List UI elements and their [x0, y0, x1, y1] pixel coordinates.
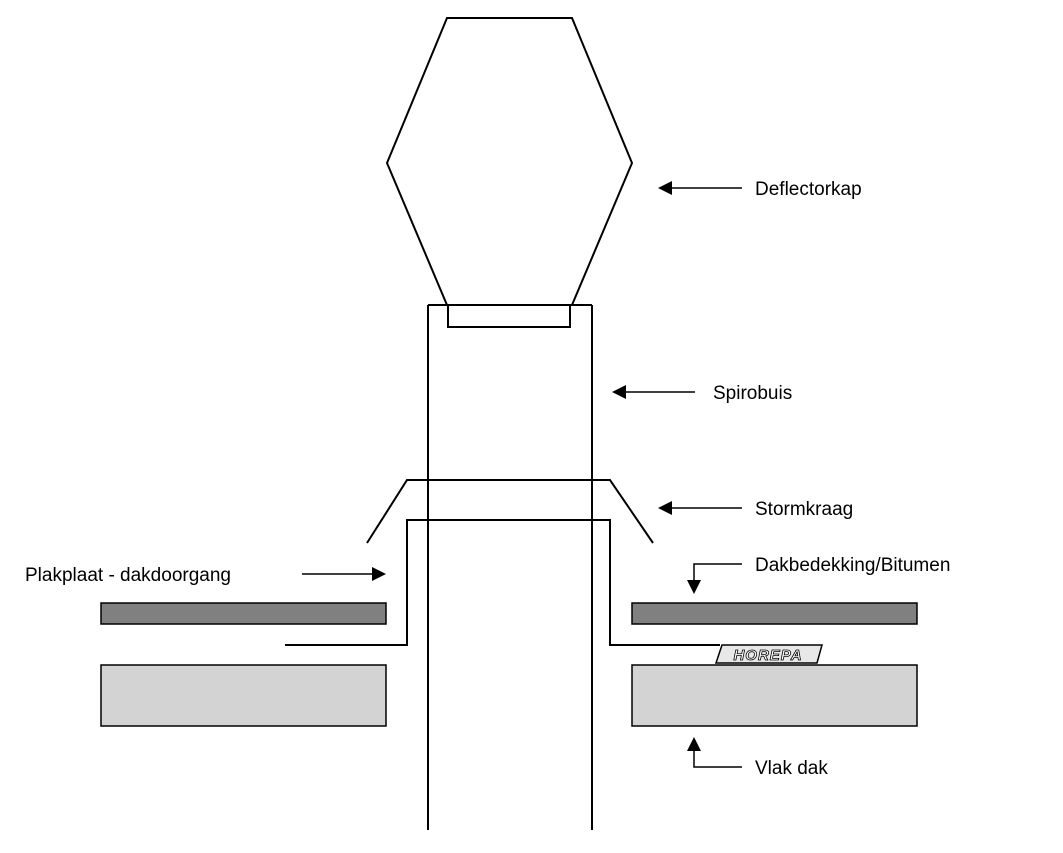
- roof-deck-right: [631, 664, 918, 727]
- label-plakplaat: Plakplaat - dakdoorgang: [25, 565, 231, 586]
- arrow-vlak-dak: [687, 737, 742, 768]
- arrow-stormkraag: [658, 501, 742, 515]
- bitumen-right: [631, 602, 918, 625]
- deflector-cap: [385, 17, 634, 306]
- roof-deck-left: [100, 664, 387, 727]
- horepa-logo: HOREPA: [714, 644, 823, 664]
- label-dakbedekking: Dakbedekking/Bitumen: [755, 555, 950, 576]
- arrow-deflectorkap: [658, 181, 742, 195]
- label-vlak-dak: Vlak dak: [755, 758, 828, 779]
- cap-sleeve: [447, 304, 571, 328]
- label-deflectorkap: Deflectorkap: [755, 179, 862, 200]
- label-spirobuis: Spirobuis: [713, 383, 792, 404]
- arrow-plakplaat: [302, 567, 386, 581]
- bitumen-left: [100, 602, 387, 625]
- label-stormkraag: Stormkraag: [755, 499, 853, 520]
- flashing-plate: [285, 519, 720, 646]
- svg-text:HOREPA: HOREPA: [733, 647, 802, 664]
- arrow-dakbedekking: [687, 563, 742, 594]
- arrow-spirobuis: [612, 385, 695, 399]
- storm-collar: [366, 479, 654, 544]
